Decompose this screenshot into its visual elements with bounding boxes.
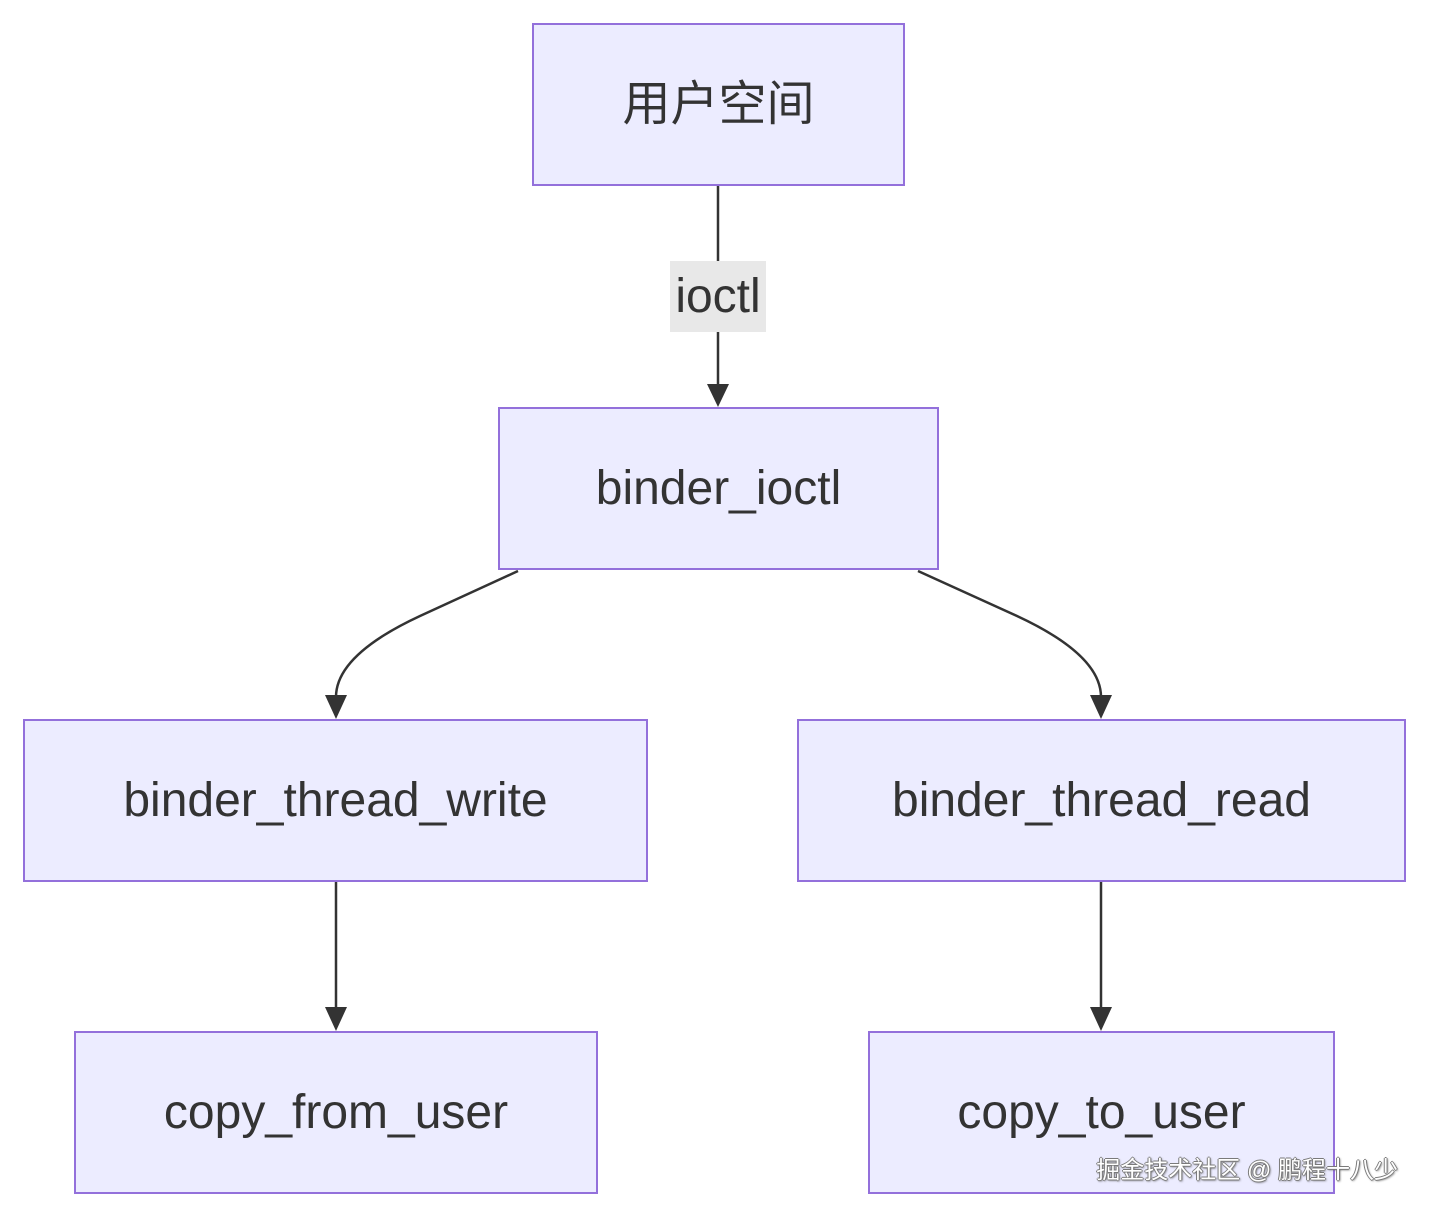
edge-label-ioctl: ioctl: [670, 261, 766, 332]
node-label: binder_thread_read: [892, 773, 1311, 827]
node-label: copy_to_user: [957, 1085, 1246, 1139]
node-binder-ioctl: binder_ioctl: [498, 407, 939, 570]
node-copy-from-user: copy_from_user: [74, 1031, 598, 1194]
node-label: copy_from_user: [163, 1085, 509, 1139]
edge-binder-ioctl-to-binder-thread-read: [917, 569, 1103, 698]
arrowhead: [325, 1007, 347, 1031]
node-label: 用户空间: [622, 77, 815, 131]
edge-binder-ioctl-to-binder-thread-write: [334, 569, 519, 698]
watermark: 掘金技术社区 @ 鹏程十八少: [1096, 1157, 1398, 1184]
node-label: binder_ioctl: [595, 461, 842, 515]
node-label: binder_thread_write: [123, 773, 548, 827]
arrowhead: [325, 695, 347, 719]
arrowhead: [1090, 1007, 1112, 1031]
arrowhead: [1090, 695, 1112, 719]
arrowhead: [707, 384, 729, 407]
node-binder-thread-write: binder_thread_write: [23, 719, 648, 882]
node-user-space: 用户空间: [532, 23, 905, 186]
node-copy-to-user: copy_to_user: [868, 1031, 1335, 1194]
node-binder-thread-read: binder_thread_read: [797, 719, 1406, 882]
edge-label-text: ioctl: [675, 269, 761, 323]
